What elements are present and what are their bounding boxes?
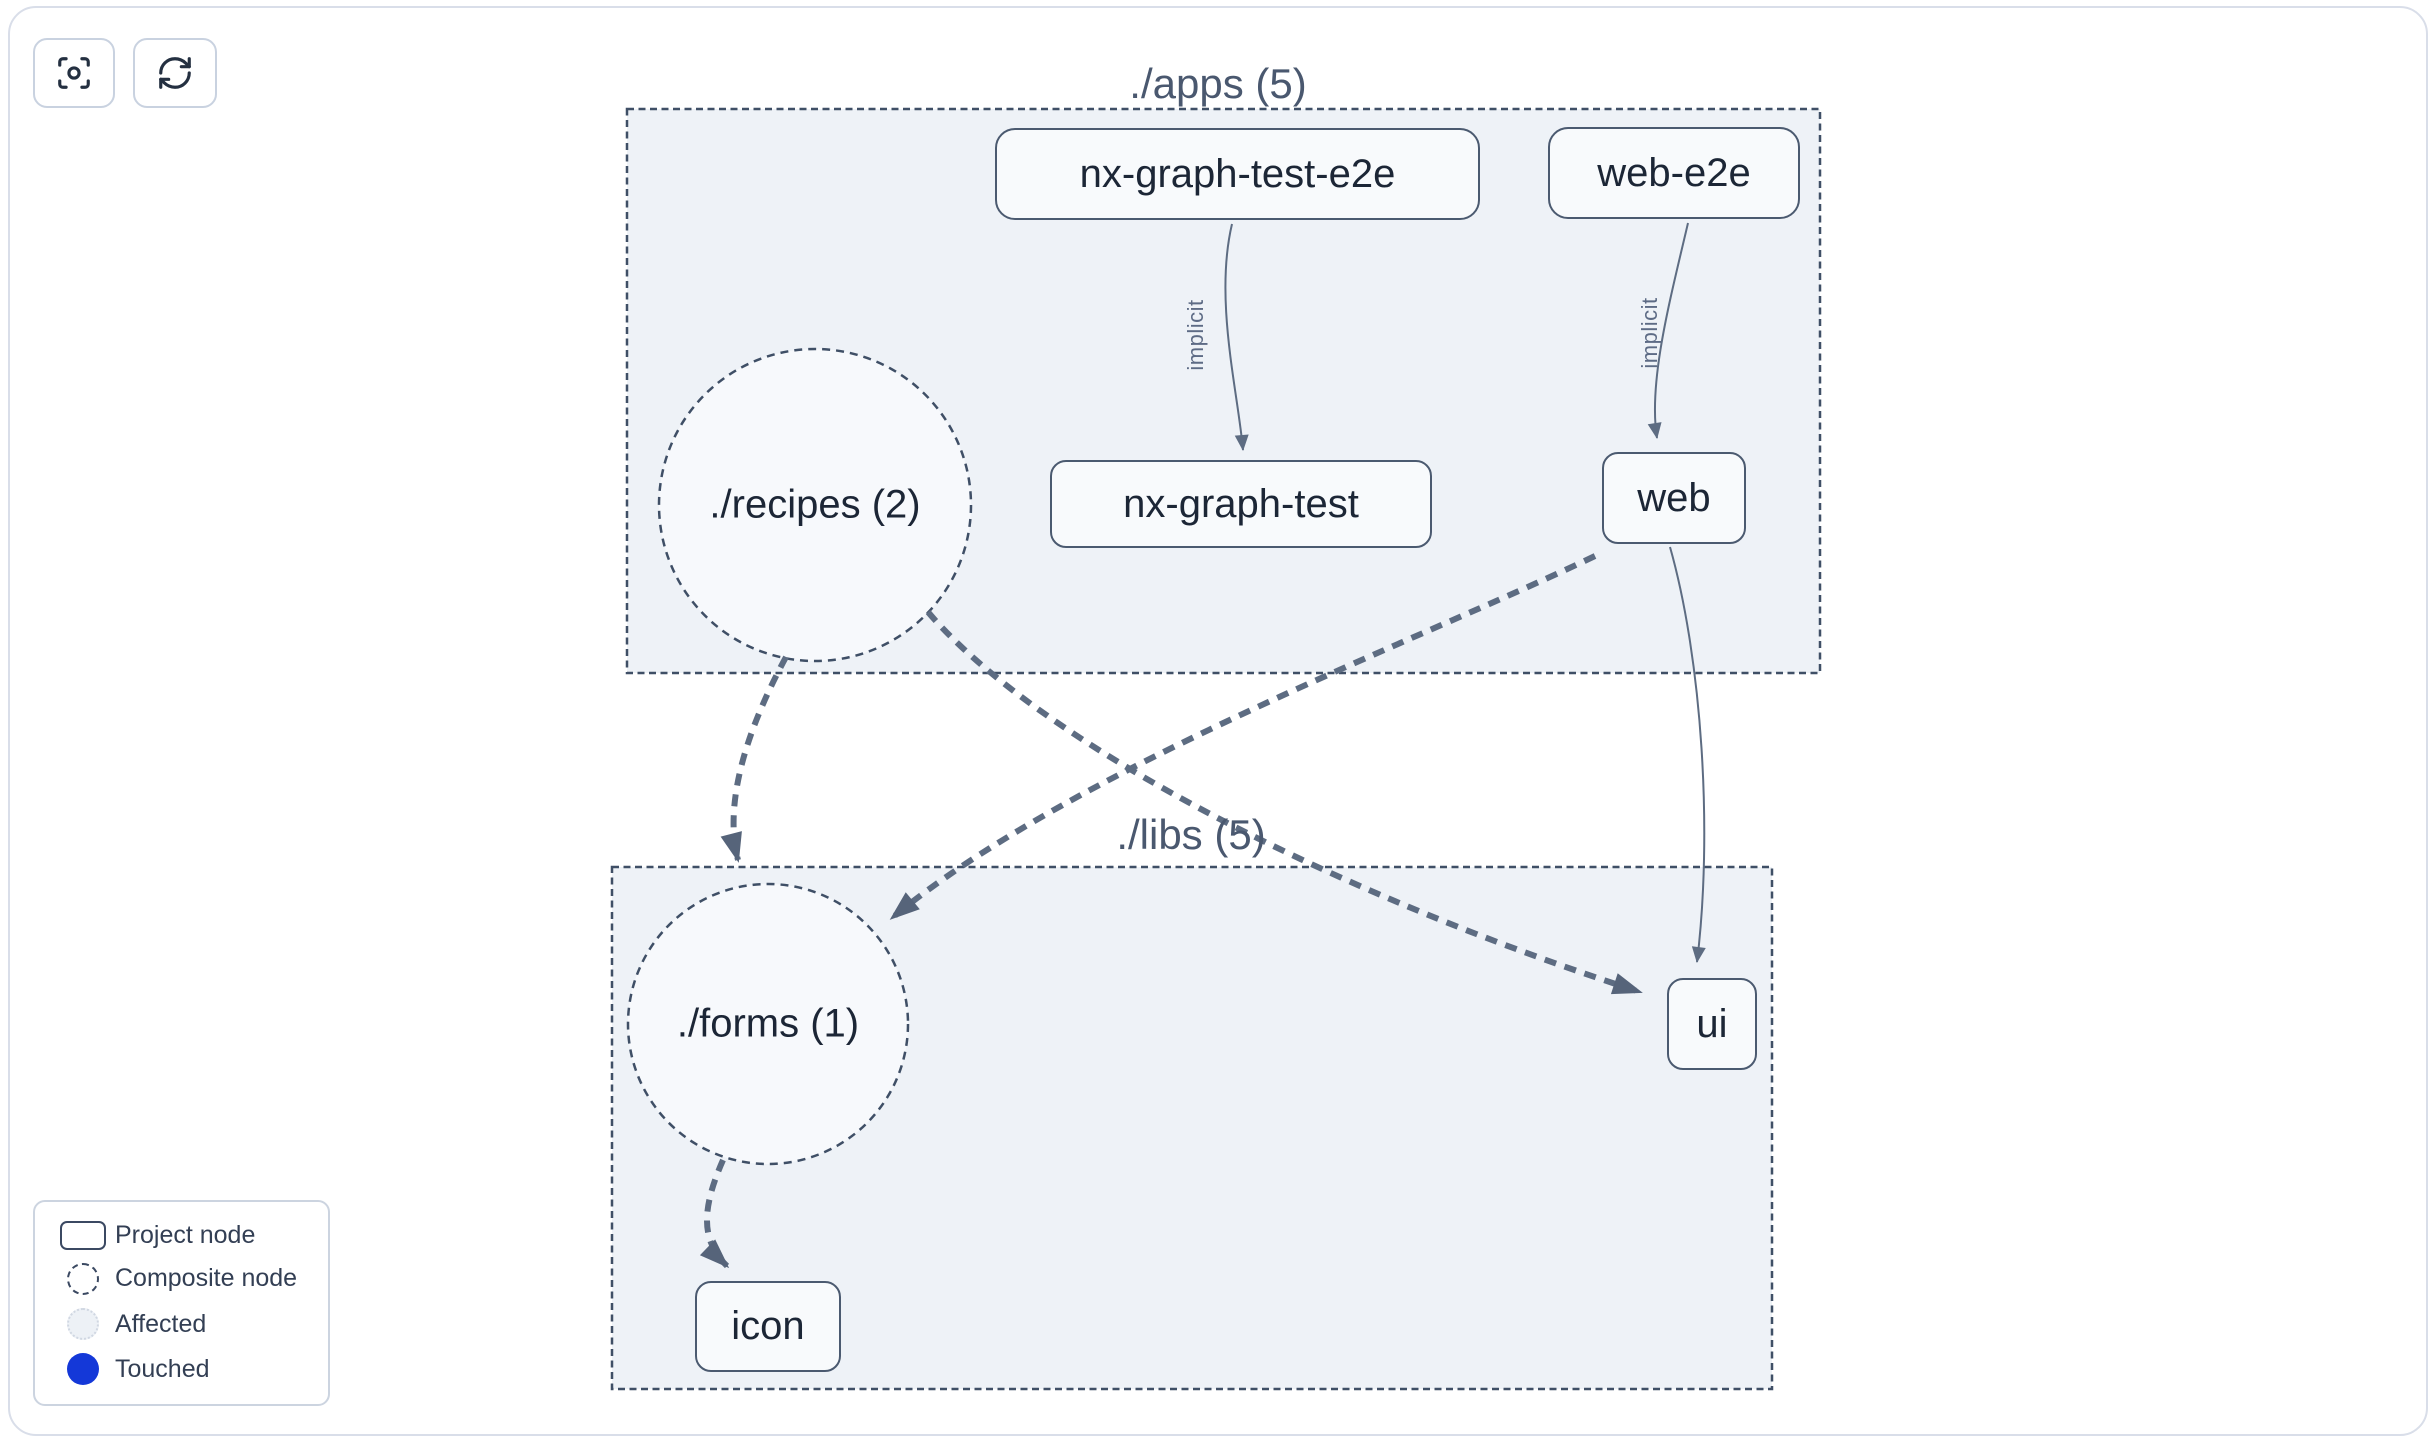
legend-label: Affected xyxy=(115,1309,207,1338)
edge-forms-to-icon xyxy=(699,1158,730,1269)
edge-label-implicit-2: implicit xyxy=(1637,297,1662,369)
focus-button[interactable] xyxy=(33,38,115,108)
edge-label-implicit-1: implicit xyxy=(1183,299,1208,371)
edge-recipes-to-forms xyxy=(720,655,789,863)
node-web-e2e[interactable]: web-e2e xyxy=(1548,127,1800,219)
scan-focus-icon xyxy=(55,54,93,92)
legend-label: Project node xyxy=(115,1220,256,1249)
legend-item-composite-node: Composite node xyxy=(51,1262,312,1295)
node-icon[interactable]: icon xyxy=(695,1281,841,1372)
legend-item-affected: Affected xyxy=(51,1308,312,1341)
refresh-icon xyxy=(156,54,194,92)
touched-swatch xyxy=(67,1353,99,1386)
node-nx-graph-test-e2e[interactable]: nx-graph-test-e2e xyxy=(995,128,1480,220)
composite-node-swatch xyxy=(67,1262,99,1295)
edge-web-to-forms xyxy=(889,553,1597,921)
project-node-swatch xyxy=(60,1220,106,1250)
cluster-label-apps: ./apps (5) xyxy=(1129,60,1307,107)
composite-node-recipes-label[interactable]: ./recipes (2) xyxy=(709,482,921,527)
legend-item-project-node: Project node xyxy=(51,1220,312,1250)
refresh-button[interactable] xyxy=(133,38,217,108)
legend-label: Composite node xyxy=(115,1264,298,1293)
edge-nx-graph-test-e2e-to-nx-graph-test xyxy=(1224,223,1249,451)
composite-node-recipes[interactable] xyxy=(657,347,973,663)
composite-node-forms[interactable] xyxy=(626,882,910,1166)
edge-web-e2e-to-web xyxy=(1647,222,1689,439)
node-nx-graph-test[interactable]: nx-graph-test xyxy=(1050,460,1432,548)
composite-node-forms-label[interactable]: ./forms (1) xyxy=(676,1001,860,1046)
edge-web-to-ui xyxy=(1669,546,1706,963)
legend: Project node Composite node Affected Tou… xyxy=(33,1200,330,1406)
legend-label: Touched xyxy=(115,1354,210,1383)
legend-item-touched: Touched xyxy=(51,1353,312,1386)
affected-swatch xyxy=(67,1308,99,1341)
cluster-label-libs: ./libs (5) xyxy=(1116,811,1266,858)
node-ui[interactable]: ui xyxy=(1667,978,1757,1070)
node-web[interactable]: web xyxy=(1602,452,1746,544)
